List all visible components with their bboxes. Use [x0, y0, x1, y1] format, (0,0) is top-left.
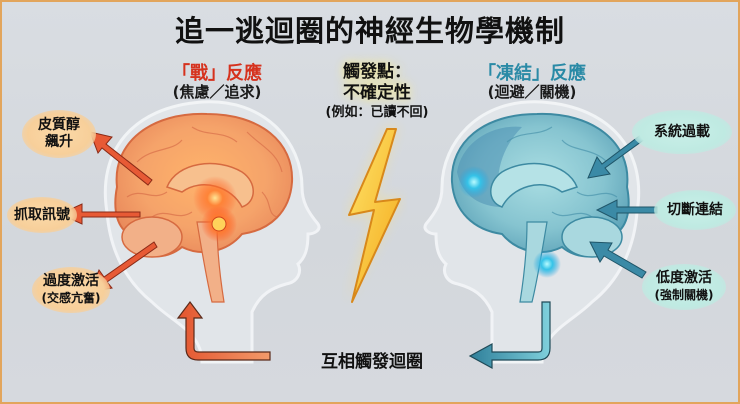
bubble-text: 切斷連結: [667, 201, 723, 218]
arrow-from-overload: [587, 133, 646, 179]
left-brain-fight: [114, 112, 294, 303]
bubble-overactivation: 過度激活 (交感亢奮): [32, 267, 110, 313]
bubble-disconnect: 切斷連結: [654, 190, 736, 230]
trigger-example: (例如：已讀不回): [325, 105, 429, 120]
bubble-subtext: (強制關機): [654, 288, 714, 302]
arrow-from-disconnect: [595, 199, 658, 221]
trigger-label: 觸發點： 不確定性 (例如：已讀不回): [312, 62, 442, 121]
bubble-text: 系統過載: [654, 123, 710, 140]
freeze-arrows: [587, 133, 658, 279]
arrow-to-cortisol: [89, 131, 153, 186]
arrow-from-underactivation: [589, 241, 647, 279]
trigger-line2: 不確定性: [343, 83, 411, 103]
mutual-trigger-loop-label: 互相觸發迴圈: [321, 352, 423, 372]
bubble-system-overload: 系統過載: [632, 110, 732, 154]
lightning-bolt-icon: [347, 127, 402, 303]
bubble-underactivation: 低度激活 (強制關機): [642, 264, 726, 310]
bubble-text: 低度激活: [656, 270, 712, 286]
bubble-cortisol-spike: 皮質醇 飆升: [22, 110, 96, 158]
fight-heading: 「戰」反應: [172, 63, 262, 84]
bubble-text: 抓取訊號: [14, 206, 70, 223]
freeze-heading: 「凍結」反應: [478, 63, 586, 84]
diagram-title: 追一逃迴圈的神經生物學機制: [174, 14, 565, 48]
bubble-grab-signal: 抓取訊號: [7, 197, 77, 233]
trigger-line1: 觸發點：: [343, 62, 411, 82]
fight-subheading: (焦慮／追求): [172, 83, 262, 101]
fight-response-header: 「戰」反應 (焦慮／追求): [142, 64, 292, 102]
bubble-subtext: (交感亢奮): [41, 291, 101, 305]
bubble-text: 皮質醇: [38, 117, 80, 133]
loop-arrow-right: [468, 301, 551, 370]
bubble-text-2: 飆升: [45, 134, 73, 150]
freeze-response-header: 「凍結」反應 (迴避／關機): [457, 64, 607, 102]
freeze-subheading: (迴避／關機): [487, 83, 577, 101]
loop-arrow-left: [176, 301, 271, 361]
bubble-text: 過度激活: [43, 273, 99, 289]
